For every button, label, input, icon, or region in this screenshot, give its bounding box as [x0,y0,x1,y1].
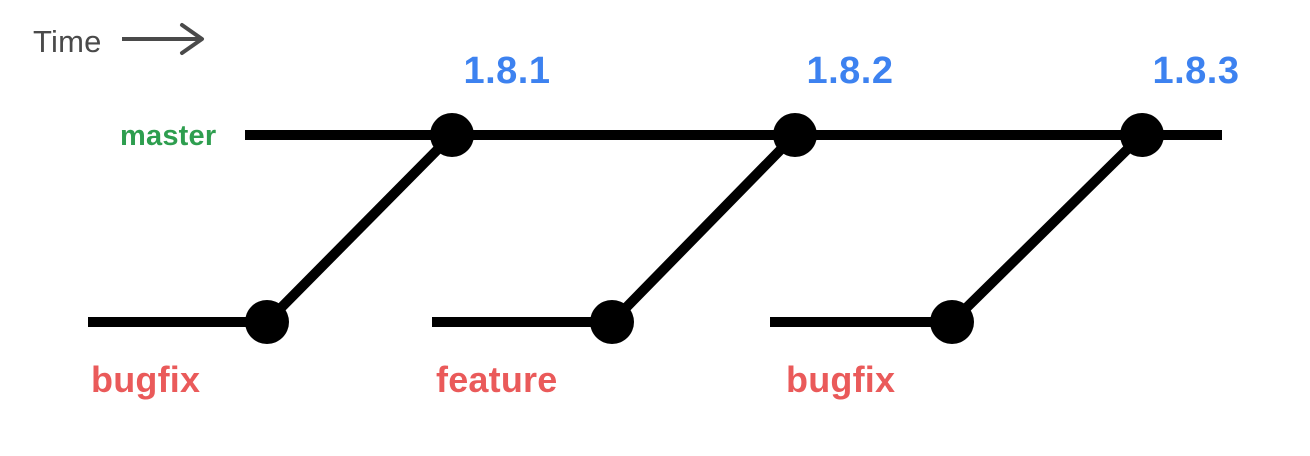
commit-node-master-1.8.3 [1120,113,1164,157]
release-tag-1: 1.8.1 [463,50,551,92]
commit-node-master-1.8.2 [773,113,817,157]
merge-line-bugfix-1 [263,131,456,326]
branch-label-feature: feature [436,359,558,400]
time-arrow-icon [122,23,204,55]
commit-node-bugfix-2 [930,300,974,344]
commit-node-master-1.8.1 [430,113,474,157]
time-axis-label: Time [33,24,102,59]
commit-node-bugfix-1 [245,300,289,344]
merge-line-feature [608,131,799,326]
branch-label-bugfix-1: bugfix [91,359,201,400]
release-tag-3: 1.8.3 [1152,50,1240,92]
branch-label-bugfix-2: bugfix [786,359,896,400]
commit-node-feature [590,300,634,344]
merge-line-bugfix-2 [948,131,1146,326]
release-tag-2: 1.8.2 [806,50,894,92]
branch-label-master: master [120,120,217,152]
